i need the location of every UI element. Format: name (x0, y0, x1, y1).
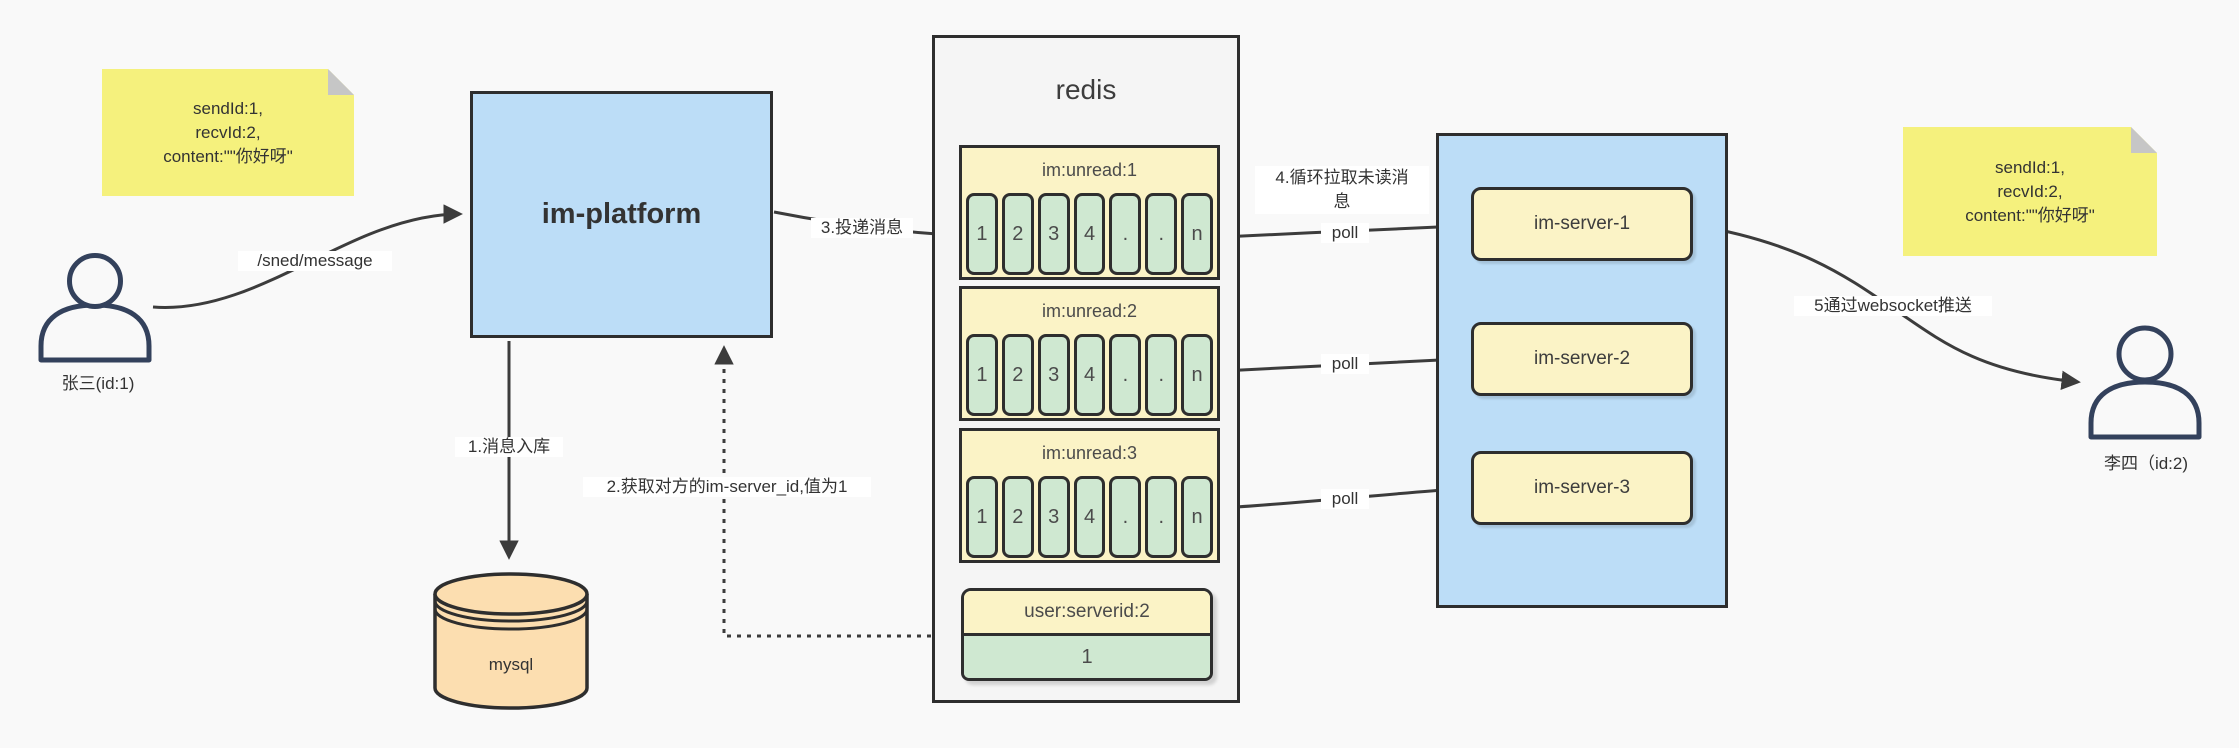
queue-cell: 1 (966, 476, 998, 558)
note-line: content:""你好呀" (1965, 205, 2095, 225)
note-line: sendId:1, (193, 98, 263, 118)
queue-cell: . (1109, 476, 1142, 558)
edge-label-pull: 4.循环拉取未读消 息 (1255, 166, 1429, 214)
sender-label: 张三(id:1) (61, 374, 135, 393)
arrow-send-message (152, 204, 463, 309)
queue-cell: . (1145, 476, 1178, 558)
queue-cell: n (1181, 193, 1214, 275)
mysql-cylinder-icon (433, 572, 589, 710)
note-line: sendId:1, (1995, 157, 2065, 177)
redis-queue-3: im:unread:3 1 2 3 4 . . n (959, 428, 1220, 563)
queue-cell: n (1181, 476, 1214, 558)
queue-cell: 2 (1001, 334, 1034, 416)
im-platform-node: im-platform (470, 91, 773, 338)
note-line: recvId:2, (195, 122, 261, 142)
edge-label-pull-line1: 4.循环拉取未读消 (1275, 168, 1409, 187)
queue-cell: . (1109, 193, 1142, 275)
mysql-label: mysql (488, 655, 534, 674)
queue-cell: . (1145, 334, 1178, 416)
im-server-label: im-server-2 (1533, 348, 1631, 369)
queue-cell: 3 (1037, 193, 1070, 275)
edge-label-poll-3: poll (1321, 489, 1369, 509)
sender-person-icon (38, 253, 152, 363)
queue-cell: 4 (1073, 476, 1106, 558)
edge-label-fetch: 2.获取对方的im-server_id,值为1 (583, 477, 871, 497)
receiver-label: 李四（id:2) (2103, 454, 2189, 473)
kv-key: user:serverid:2 (964, 591, 1210, 636)
im-platform-label: im-platform (541, 198, 702, 230)
kv-value: 1 (964, 636, 1210, 678)
queue-cells: 1 2 3 4 . . n (966, 334, 1214, 416)
redis-queue-1: im:unread:1 1 2 3 4 . . n (959, 145, 1220, 280)
user-serverid-box: user:serverid:2 1 (961, 588, 1213, 681)
redis-title: redis (1055, 74, 1117, 105)
edge-label-push: 5通过websocket推送 (1794, 296, 1992, 316)
receiver-person-icon (2088, 325, 2202, 440)
im-server-3-node: im-server-3 (1471, 451, 1693, 525)
queue-cell: 2 (1001, 476, 1034, 558)
edge-label-poll-2: poll (1321, 354, 1369, 374)
edge-label-pull-line2: 息 (1333, 192, 1351, 211)
queue-name: im:unread:1 (1041, 160, 1138, 180)
queue-cell: n (1181, 334, 1214, 416)
im-server-2-node: im-server-2 (1471, 322, 1693, 396)
queue-name: im:unread:3 (1041, 443, 1138, 463)
queue-name: im:unread:2 (1041, 301, 1138, 321)
queue-cell: 4 (1073, 334, 1106, 416)
note-line: recvId:2, (1997, 181, 2063, 201)
redis-queue-2: im:unread:2 1 2 3 4 . . n (959, 286, 1220, 421)
queue-cells: 1 2 3 4 . . n (966, 193, 1214, 275)
edge-label-deliver: 3.投递消息 (811, 218, 913, 238)
queue-cell: 2 (1001, 193, 1034, 275)
im-server-1-node: im-server-1 (1471, 187, 1693, 261)
queue-cell: 1 (966, 193, 998, 275)
edge-label-send: /sned/message (238, 251, 392, 271)
queue-cells: 1 2 3 4 . . n (966, 476, 1214, 558)
edge-label-store: 1.消息入库 (455, 437, 563, 457)
im-server-label: im-server-1 (1533, 213, 1631, 234)
queue-cell: 3 (1037, 476, 1070, 558)
edge-label-poll-1: poll (1321, 223, 1369, 243)
sticky-note-left: sendId:1, recvId:2, content:""你好呀" (102, 69, 354, 196)
im-server-label: im-server-3 (1533, 477, 1631, 498)
queue-cell: 3 (1037, 334, 1070, 416)
queue-cell: 1 (966, 334, 998, 416)
sticky-note-right: sendId:1, recvId:2, content:""你好呀" (1903, 127, 2157, 256)
queue-cell: . (1109, 334, 1142, 416)
queue-cell: 4 (1073, 193, 1106, 275)
note-line: content:""你好呀" (163, 146, 293, 166)
queue-cell: . (1145, 193, 1178, 275)
